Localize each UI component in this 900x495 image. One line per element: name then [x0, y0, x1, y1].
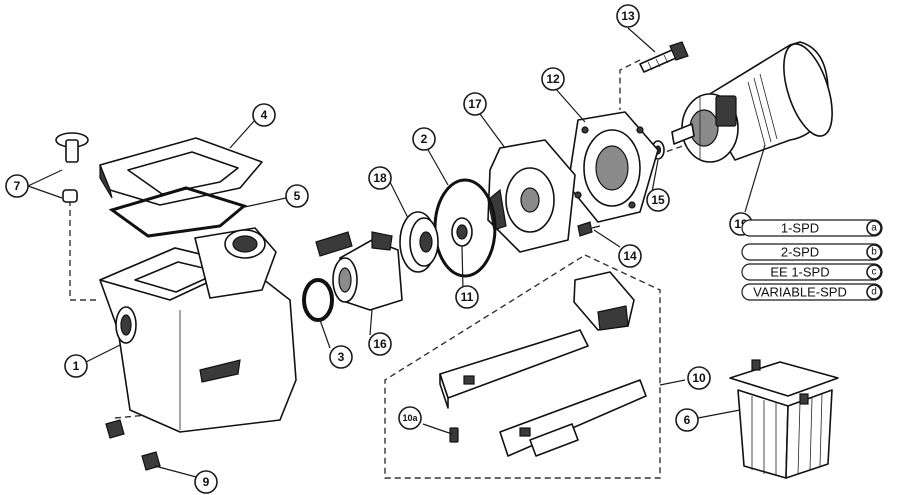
motor-option-a: 1-SPD a	[741, 219, 883, 237]
callout-12-label: 12	[546, 72, 560, 86]
callout-10a-label: 10a	[402, 413, 418, 423]
callout-15: 15	[646, 188, 670, 212]
part-11-seal	[451, 217, 473, 247]
callout-7-label: 7	[14, 179, 21, 193]
part-3-o-ring	[302, 278, 334, 322]
part-10-base-kit	[439, 271, 647, 457]
part-12-seal-plate	[567, 111, 659, 223]
callout-17-label: 17	[468, 97, 482, 111]
motor-option-d-label: VARIABLE-SPD	[753, 285, 847, 300]
part-10a-screw	[449, 427, 459, 443]
part-7-drain-knob	[55, 132, 89, 203]
part-5-gasket	[108, 186, 248, 238]
callout-6-label: 6	[684, 413, 691, 427]
motor-option-c-letter: c	[872, 267, 877, 278]
callout-12: 12	[541, 67, 565, 91]
motor-option-d: VARIABLE-SPD d	[741, 283, 883, 301]
part-4-strainer-cover	[99, 137, 263, 206]
motor-option-b-label: 2-SPD	[781, 245, 819, 260]
callout-3: 3	[329, 345, 353, 369]
part-16-diffuser	[315, 231, 403, 311]
callout-4: 4	[252, 103, 276, 127]
callout-10a: 10a	[398, 406, 422, 430]
callout-2: 2	[412, 127, 436, 151]
callout-16: 16	[368, 332, 392, 356]
part-18-impeller	[399, 211, 439, 273]
callout-18-label: 18	[373, 171, 387, 185]
motor-options-legend: 19 1-SPD a 2-SPD b EE 1-SPD c VARIABLE-S…	[729, 212, 883, 301]
callout-11: 11	[455, 285, 479, 309]
callout-17: 17	[463, 92, 487, 116]
callout-13-label: 13	[621, 9, 635, 23]
motor-option-a-label: 1-SPD	[781, 221, 819, 236]
callout-2-label: 2	[421, 132, 428, 146]
callout-9-label: 9	[203, 475, 210, 489]
part-14-screw	[577, 221, 601, 237]
callout-10: 10	[687, 366, 711, 390]
leader-lines	[27, 27, 766, 479]
callout-18: 18	[368, 166, 392, 190]
part-17-diffuser-housing	[487, 139, 576, 253]
part-1-pump-housing	[99, 227, 297, 433]
callout-1: 1	[64, 354, 88, 378]
callout-7: 7	[5, 174, 29, 198]
motor-option-c: EE 1-SPD c	[741, 263, 883, 281]
callout-11-label: 11	[461, 290, 474, 304]
callout-13: 13	[616, 4, 640, 28]
callout-4-label: 4	[261, 108, 268, 122]
motor-option-d-letter: d	[871, 287, 877, 298]
part-9-drain-plugs	[105, 419, 161, 471]
callout-1-label: 1	[73, 359, 80, 373]
callout-14: 14	[618, 244, 642, 268]
callout-6: 6	[675, 408, 699, 432]
callout-15-label: 15	[651, 193, 665, 207]
callout-9: 9	[194, 470, 218, 494]
part-6-strainer-basket	[729, 359, 839, 479]
motor-option-c-label: EE 1-SPD	[770, 265, 829, 280]
motor-option-b: 2-SPD b	[741, 243, 883, 261]
motor-option-a-letter: a	[871, 223, 877, 234]
callout-5: 5	[285, 184, 309, 208]
callout-10-label: 10	[692, 371, 706, 385]
callout-14-label: 14	[623, 249, 637, 263]
callout-16-label: 16	[373, 337, 387, 351]
part-13-bolt	[639, 41, 689, 73]
callout-3-label: 3	[338, 350, 345, 364]
part-19-motor	[671, 41, 833, 163]
callout-5-label: 5	[294, 189, 301, 203]
motor-option-b-letter: b	[871, 247, 877, 258]
